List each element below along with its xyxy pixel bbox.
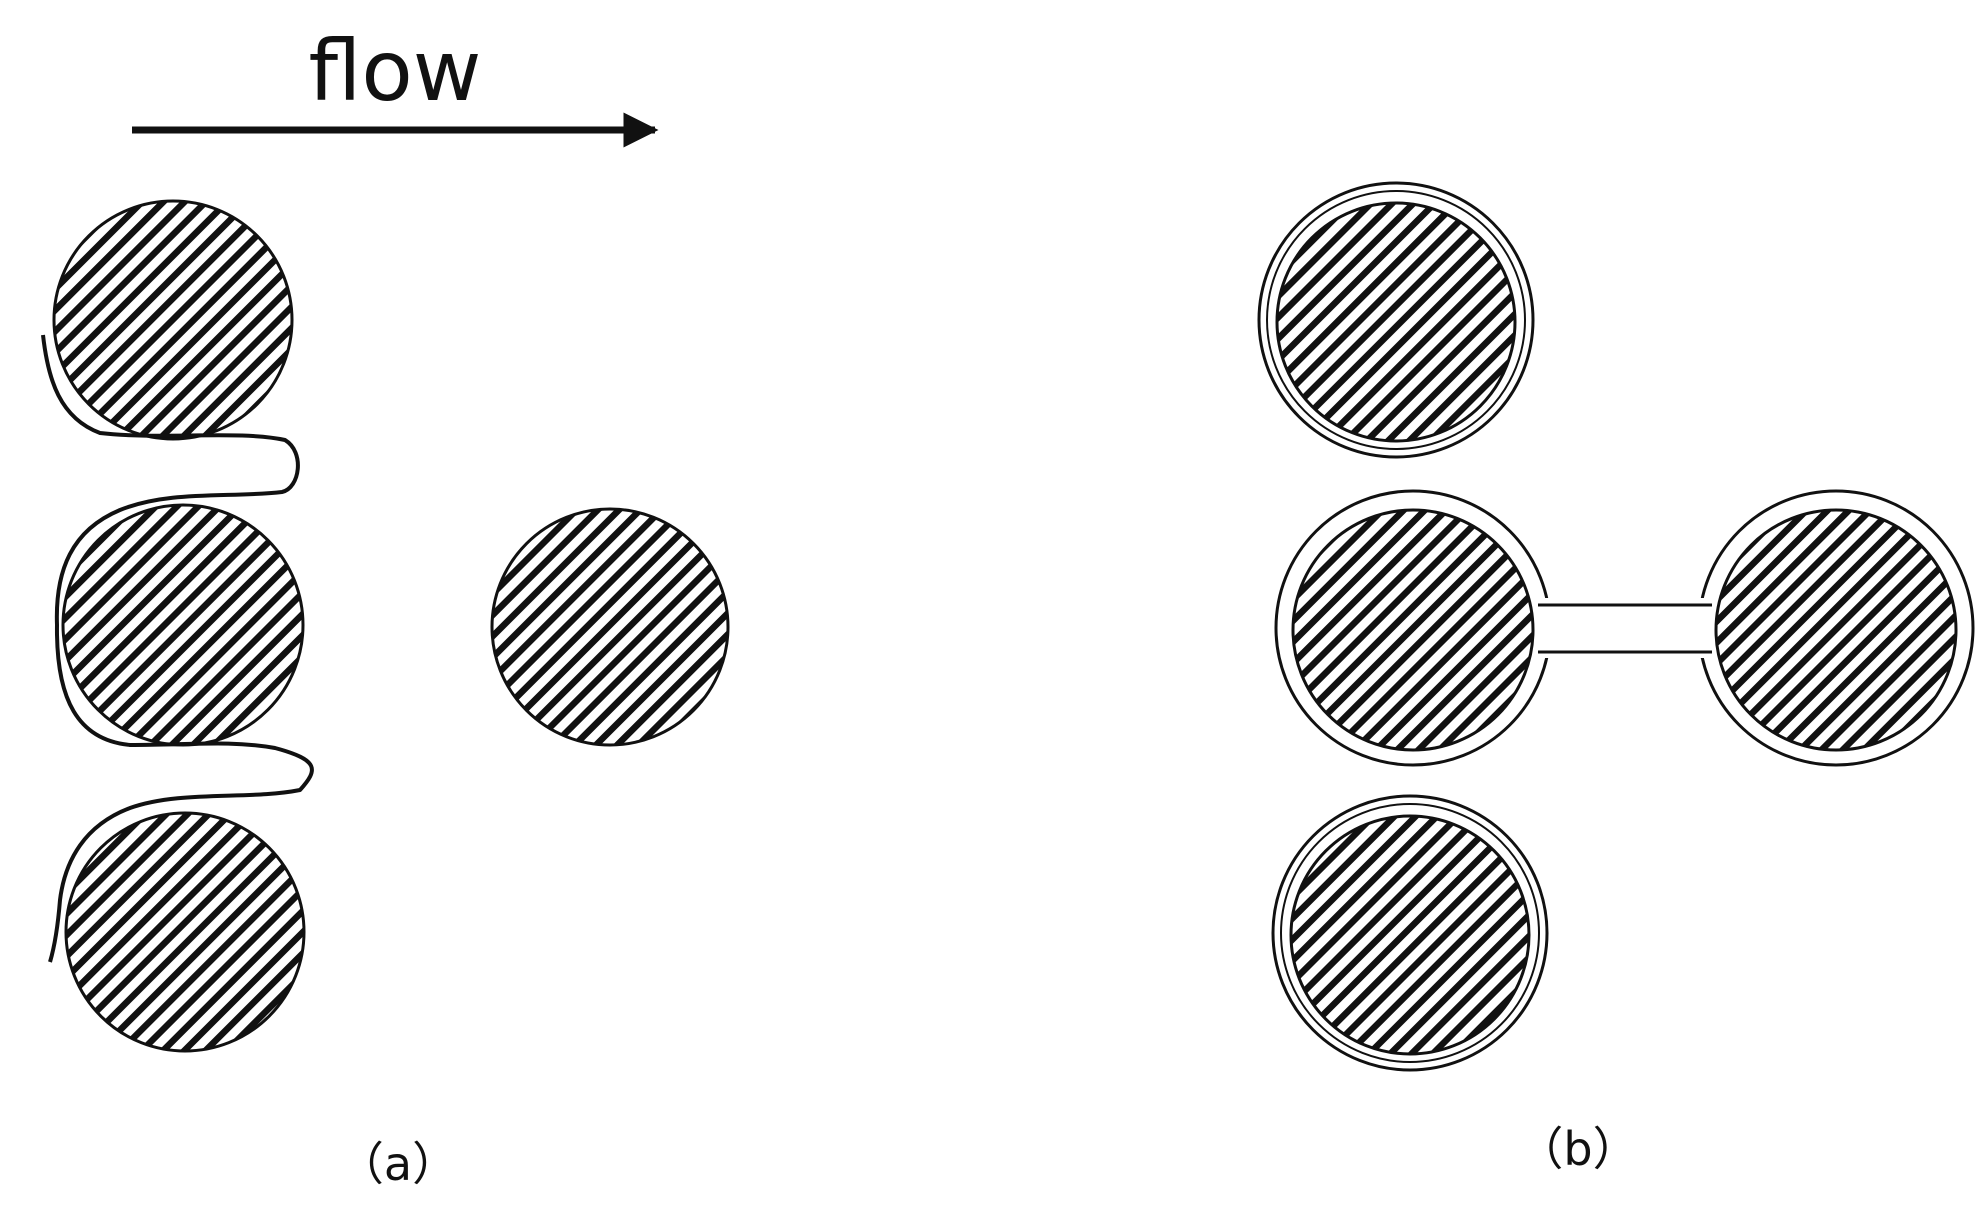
flow-label: flow xyxy=(308,22,481,120)
coating-b-top-inner xyxy=(1266,190,1526,450)
fiber-a-right xyxy=(490,507,730,747)
fiber-b-top xyxy=(1275,201,1517,443)
fiber-b-middle-left xyxy=(1291,508,1535,752)
panel-a xyxy=(41,199,730,1053)
panel-a-label: （a） xyxy=(338,1137,458,1191)
coating-b-bottom-inner xyxy=(1280,803,1540,1063)
bridge-outer xyxy=(1274,489,1975,767)
fiber-b-middle-right xyxy=(1714,508,1958,752)
panel-b xyxy=(1257,181,1975,1072)
coating-b-bottom xyxy=(1271,794,1549,1072)
bridging-polymer-chain xyxy=(41,334,314,963)
fiber-a-top xyxy=(52,199,294,441)
fiber-a-middle xyxy=(61,503,305,747)
fiber-a-bottom xyxy=(64,811,306,1053)
fiber-b-bottom xyxy=(1289,814,1531,1056)
coating-b-top xyxy=(1257,181,1535,459)
panel-b-label: （b） xyxy=(1517,1122,1638,1176)
